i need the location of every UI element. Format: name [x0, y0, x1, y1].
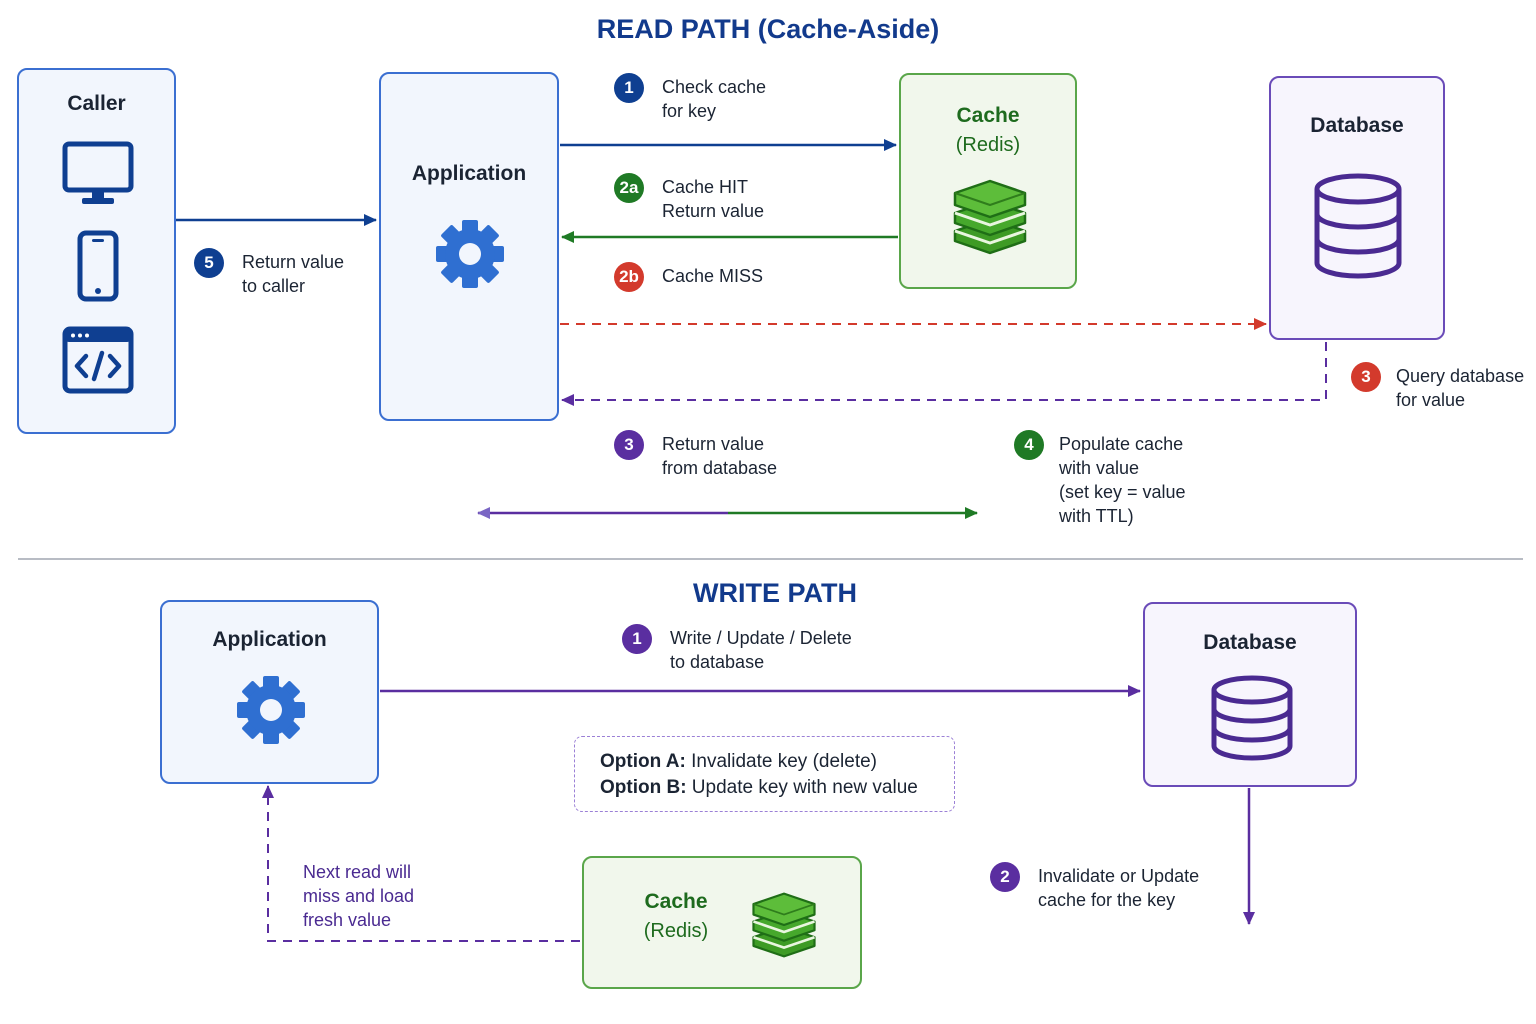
write-path-title: WRITE PATH	[693, 578, 857, 608]
step-text: cache for the key	[1038, 890, 1176, 910]
step-text: to caller	[242, 276, 306, 296]
step-text: Cache HIT	[662, 177, 749, 197]
write-step-1: 1 Write / Update / Delete to database	[622, 624, 852, 674]
read-cache-box[interactable]: Cache (Redis)	[899, 73, 1077, 289]
option-a: Option A: Invalidate key (delete)	[600, 749, 954, 775]
read-application-box[interactable]: Application	[379, 72, 559, 421]
monitor-icon	[62, 141, 134, 204]
step-badge: 1	[614, 73, 644, 103]
step-text: Return value	[242, 252, 345, 272]
caller-title: Caller	[67, 92, 126, 115]
step-text: Return value	[662, 201, 765, 221]
gear-icon	[237, 676, 305, 744]
read-step-1: 1 Check cache for key	[614, 73, 767, 123]
step-text: from database	[662, 458, 778, 478]
option-a-label: Option A:	[600, 751, 686, 772]
step-text: Populate cache	[1059, 434, 1184, 454]
step-text: Query database	[1396, 366, 1525, 386]
write-application-title: Application	[212, 628, 327, 651]
write-database-title: Database	[1203, 631, 1297, 654]
read-step-4: 4 Populate cache with value (set key = v…	[1014, 430, 1186, 528]
option-b-text: Update key with new value	[686, 777, 918, 798]
next-read-note: Next read will miss and load fresh value	[303, 860, 414, 932]
read-cache-title: Cache	[956, 104, 1020, 127]
arrow-db-return	[561, 342, 1327, 406]
phone-icon	[77, 230, 119, 302]
stack-icon	[752, 892, 816, 958]
step-badge: 5	[194, 248, 224, 278]
step-text: Check cache	[662, 77, 767, 97]
step-badge: 1	[622, 624, 652, 654]
note-line: miss and load	[303, 886, 415, 906]
database-icon	[1314, 173, 1402, 279]
step-text: with value	[1059, 458, 1140, 478]
cache-options-box: Option A: Invalidate key (delete) Option…	[574, 736, 955, 812]
step-text: Cache MISS	[662, 266, 764, 286]
read-application-title: Application	[411, 162, 527, 185]
step-text: Write / Update / Delete	[670, 628, 852, 648]
arrow-next-read	[262, 785, 580, 942]
read-cache-subtitle: (Redis)	[955, 134, 1021, 156]
read-database-box[interactable]: Database	[1269, 76, 1445, 340]
note-line: Next read will	[303, 862, 412, 882]
read-database-title: Database	[1310, 114, 1404, 137]
section-divider	[18, 558, 1523, 560]
read-step-2a: 2a Cache HIT Return value	[614, 173, 765, 223]
read-step-3-query: 3 Query database for value	[1351, 362, 1525, 412]
write-application-box[interactable]: Application	[160, 600, 379, 784]
step-text: Return value	[662, 434, 765, 454]
write-database-box[interactable]: Database	[1143, 602, 1357, 787]
option-a-text: Invalidate key (delete)	[685, 751, 877, 772]
database-icon	[1211, 675, 1293, 761]
step-badge: 3	[1351, 362, 1381, 392]
step-text: (set key = value	[1059, 482, 1186, 502]
step-text: Invalidate or Update	[1038, 866, 1200, 886]
stack-icon	[953, 179, 1027, 255]
option-b: Option B: Update key with new value	[600, 775, 954, 801]
step-badge: 4	[1014, 430, 1044, 460]
caller-box[interactable]: Caller	[17, 68, 176, 434]
note-line: fresh value	[303, 910, 392, 930]
gear-icon	[436, 220, 504, 288]
read-step-2b: 2b Cache MISS	[614, 262, 764, 292]
step-badge: 2b	[614, 262, 644, 292]
code-window-icon	[62, 326, 134, 394]
write-step-2: 2 Invalidate or Update cache for the key	[990, 862, 1200, 912]
step-text: for value	[1396, 390, 1466, 410]
step-text: for key	[662, 101, 717, 121]
write-cache-title: Cache	[644, 890, 708, 913]
read-step-5: 5 Return value to caller	[194, 248, 345, 298]
write-cache-subtitle: (Redis)	[643, 920, 709, 942]
step-badge: 3	[614, 430, 644, 460]
write-cache-box[interactable]: Cache (Redis)	[582, 856, 862, 989]
step-text: to database	[670, 652, 765, 672]
step-badge: 2	[990, 862, 1020, 892]
read-step-3-return: 3 Return value from database	[614, 430, 778, 480]
step-badge: 2a	[614, 173, 644, 203]
option-b-label: Option B:	[600, 777, 687, 798]
step-text: with TTL)	[1059, 506, 1134, 526]
read-path-title: READ PATH (Cache-Aside)	[596, 14, 940, 44]
